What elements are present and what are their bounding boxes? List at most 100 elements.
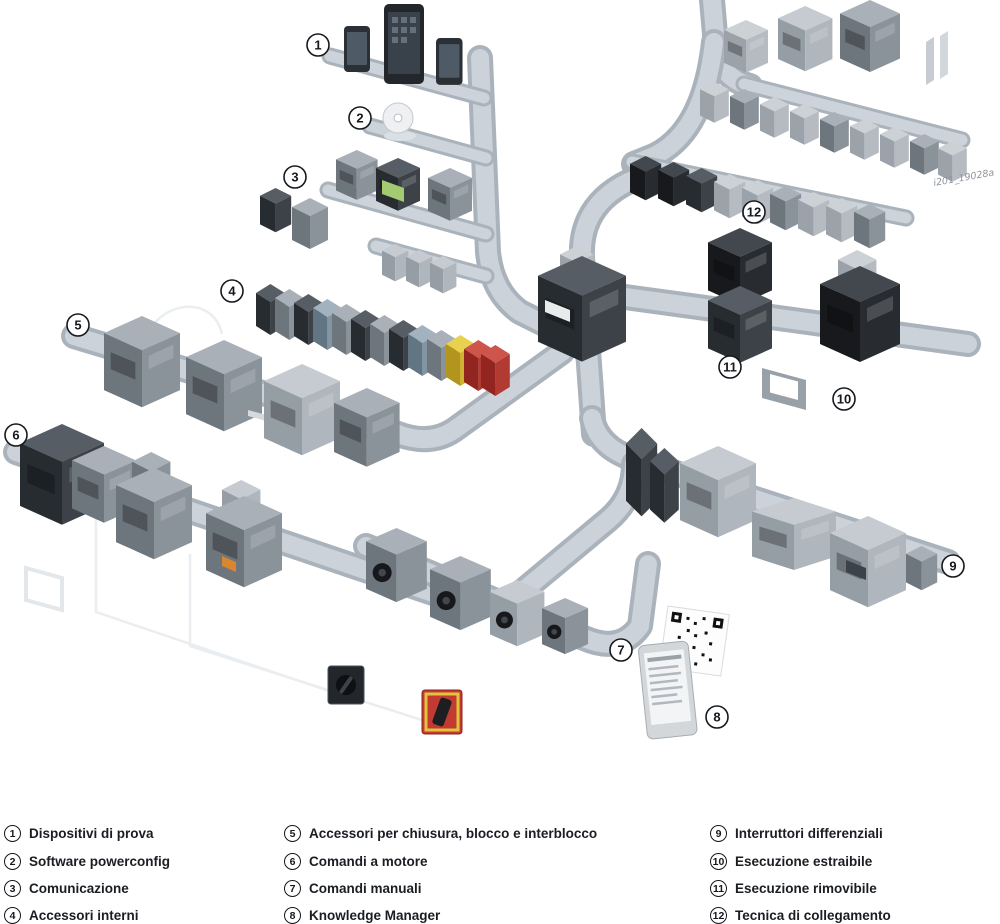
rcd-group [626,428,938,608]
smartphone [344,26,370,72]
callout-3: 3 [283,165,307,189]
rotary-operator [490,580,545,647]
legend-label: Knowledge Manager [309,907,441,923]
com-module [292,198,328,249]
legend-label: Comunicazione [29,880,129,896]
cover-tabs [382,244,457,294]
legend-item-5: 5 Accessori per chiusura, blocco e interb… [284,824,597,842]
door-cutout-frame [24,565,64,613]
callout-9: 9 [941,554,965,578]
legend-number: 1 [4,824,21,842]
callout-7: 7 [609,638,633,662]
rotary-operator [366,528,427,603]
manual-operators-group [327,528,589,735]
smartphone [436,38,463,85]
legend-number: 10 [710,852,727,870]
km-smartphone [638,640,698,740]
legend-label: Dispositivi di prova [29,825,154,841]
legend-item-9: 9 Interruttori differenziali [710,824,883,842]
legend-item-8: 8 Knowledge Manager [284,906,440,924]
disc-hole [393,113,403,123]
busbar-blade [926,37,934,85]
locking-accessories-group [104,316,400,467]
communication-group [260,150,472,294]
meter-display [382,180,404,202]
legend-number: 4 [4,906,21,924]
legend-item-10: 10 Esecuzione estraibile [710,852,872,870]
svg-text:3: 3 [291,170,298,185]
com-module [336,150,378,200]
legend-label: Esecuzione rimovibile [735,880,877,896]
breaker [104,316,180,408]
breaker [186,340,262,432]
reset-button [222,556,236,572]
svg-text:2: 2 [356,111,363,126]
com-module [428,168,472,221]
svg-text:1: 1 [314,38,321,53]
motor-operators-group [20,424,282,613]
breaker [264,364,340,456]
svg-text:12: 12 [747,205,761,220]
breaker [334,388,400,467]
isometric-diagram: 1 2 3 4 5 6 7 8 9 10 11 12 i201_19028a [3,0,995,740]
legend-label: Software powerconfig [29,853,171,869]
legend-label: Comandi a motore [309,853,428,869]
callout-8: 8 [705,705,729,729]
disc-shadow [384,131,416,141]
legend-number: 3 [4,879,21,897]
svg-text:8: 8 [713,710,720,725]
legend-label: Esecuzione estraibile [735,853,873,869]
legend-item-3: 3 Comunicazione [4,879,129,897]
knowledge-manager-group [638,605,730,740]
callout-6: 6 [4,423,28,447]
door-frame-cutout [770,374,798,400]
svg-text:6: 6 [12,428,19,443]
legend-number: 8 [284,906,301,924]
rcd-breaker [680,446,756,538]
connection-technology-group [630,0,967,249]
callout-2: 2 [348,106,372,130]
callout-4: 4 [220,279,244,303]
rcd-breaker [830,516,906,608]
svg-text:9: 9 [949,559,956,574]
rcd-display [846,560,866,580]
callout-1: 1 [306,33,330,57]
callout-12: 12 [742,200,766,224]
svg-text:10: 10 [837,392,851,407]
legend-number: 9 [710,824,727,842]
legend-item-7: 7 Comandi manuali [284,879,422,897]
legend-number: 7 [284,879,301,897]
rcd-part [906,546,938,591]
legend-number: 5 [284,824,301,842]
legend-label: Accessori per chiusura, blocco e interbl… [309,825,598,841]
svg-text:7: 7 [617,643,624,658]
terminal-block [840,0,900,72]
software-disc-group [382,102,416,141]
door-handle-black [327,665,365,705]
plugin-version-group [708,228,772,363]
central-breaker-group [538,246,626,362]
tablet [384,4,424,84]
legend-label: Interruttori differenziali [735,825,883,841]
rcd-module [752,498,836,570]
legend-label: Comandi manuali [309,880,422,896]
breaker-with-motor [206,496,282,588]
withdrawable-breaker [820,266,900,362]
callout-markers: 1 2 3 4 5 6 7 8 9 10 11 12 [4,33,965,729]
callout-5: 5 [66,313,90,337]
rotary-operator [542,598,589,655]
rotary-operator [430,556,491,631]
legend-label: Tecnica di collegamento [735,907,891,923]
terminal-block [724,20,768,73]
terminal-block [778,6,833,72]
busbar-blade [940,31,948,79]
svg-text:5: 5 [74,318,81,333]
door-handle-emergency [421,689,463,735]
rcd-column [650,448,679,523]
breaker-label [545,300,570,322]
